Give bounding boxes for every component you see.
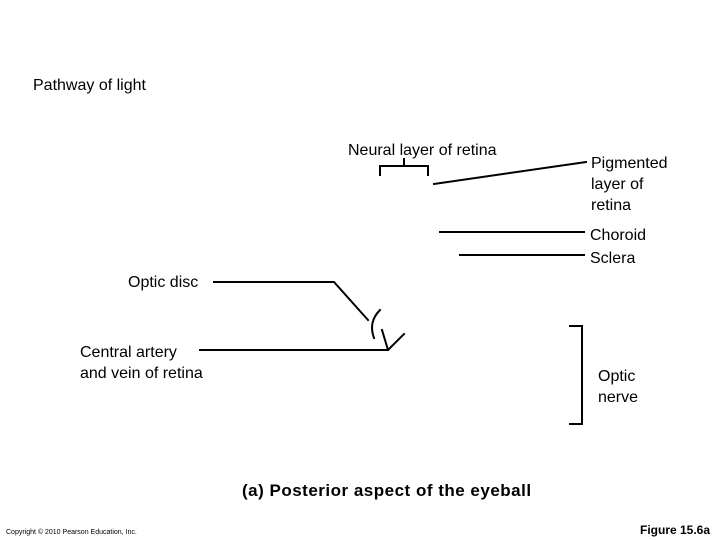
optic-disc-leader-line — [213, 281, 370, 322]
choroid-label: Choroid — [590, 227, 647, 244]
pigmented-layer-label: Pigmented layer of retina — [591, 155, 668, 214]
optic-disc-label: Optic disc — [128, 274, 199, 291]
copyright-text: Copyright © 2010 Pearson Education, Inc. — [6, 529, 137, 536]
central-artery-pointer — [380, 328, 390, 352]
central-artery-label: Central artery and vein of retina — [80, 344, 203, 382]
pathway-of-light-label: Pathway of light — [33, 77, 146, 94]
neural-layer-bracket — [379, 165, 429, 176]
pigmented-leader-line — [432, 160, 588, 186]
figure-number: Figure 15.6a — [640, 523, 711, 537]
optic-nerve-bracket — [569, 325, 583, 425]
optic-nerve-label: Optic nerve — [598, 368, 639, 406]
sclera-label: Sclera — [590, 250, 636, 267]
figure-caption: (a) Posterior aspect of the eyeball — [242, 481, 532, 500]
optic-disc-pointer — [371, 308, 382, 340]
neural-layer-label: Neural layer of retina — [348, 142, 497, 159]
